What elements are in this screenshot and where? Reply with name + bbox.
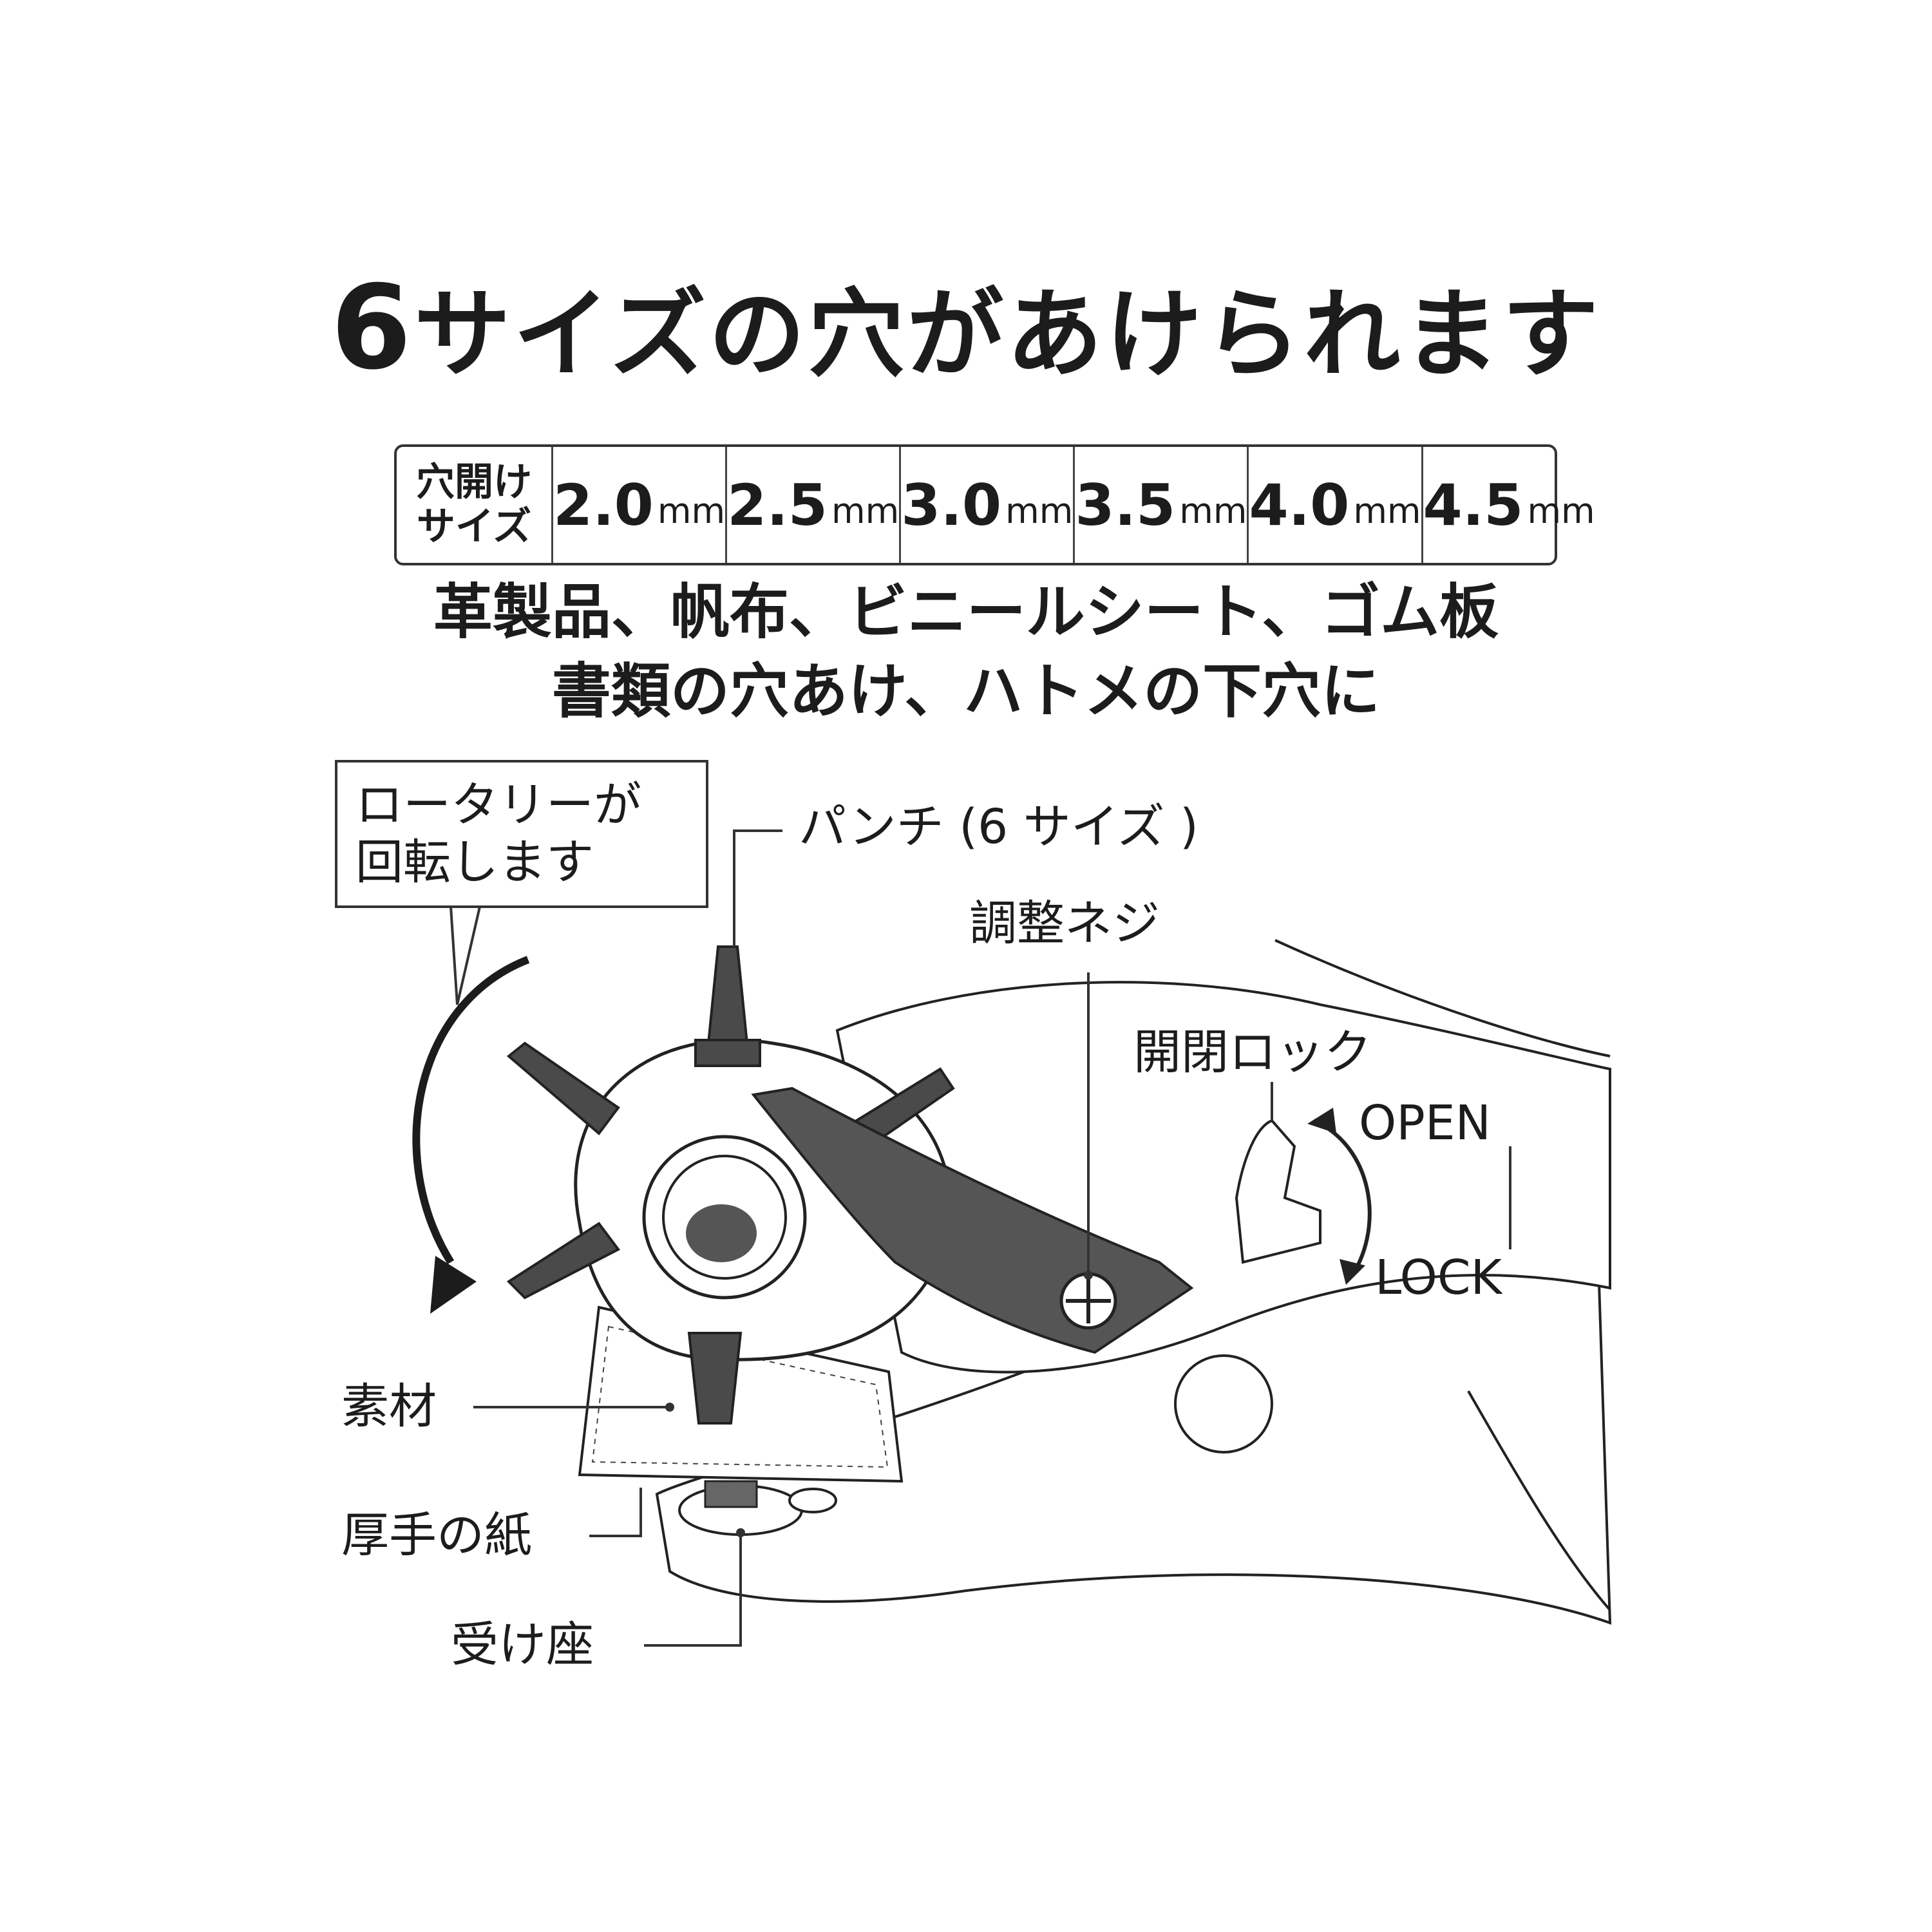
size-header-line1: 穴開け: [416, 460, 532, 505]
size-value: 2.5: [727, 471, 828, 538]
size-value: 4.0: [1249, 471, 1350, 538]
seat-leader: [644, 1533, 742, 1647]
material-leader-dot: [665, 1403, 674, 1412]
handle-sleeve-2: [1467, 1390, 1611, 1611]
label-open: OPEN: [1359, 1095, 1491, 1151]
seat-post: [704, 1480, 758, 1508]
punch-tube: [706, 945, 749, 1045]
label-lock: LOCK: [1375, 1250, 1502, 1305]
label-seat: 受け座: [451, 1617, 594, 1672]
rotary-hub-hole: [686, 1204, 757, 1262]
label-material: 素材: [341, 1379, 437, 1434]
lock-lever: [1235, 1119, 1321, 1264]
open-arrowhead: [1307, 1108, 1336, 1133]
label-thick-paper: 厚手の紙: [341, 1508, 532, 1563]
title-number: 6: [330, 261, 414, 395]
label-adjusting-screw: 調整ネジ: [969, 896, 1160, 951]
pivot-rivet: [1174, 1354, 1273, 1454]
punch-tube: [506, 1041, 620, 1135]
screw-slot: [1066, 1278, 1111, 1323]
label-punch: パンチ (6 サイズ ): [799, 799, 1198, 855]
lock-arrowhead: [1340, 1259, 1365, 1285]
uses-line-2: 書類の穴あけ、ハトメの下穴に: [551, 657, 1381, 726]
size-unit: mm: [1179, 490, 1247, 531]
seat-leader-dot: [736, 1528, 745, 1537]
size-unit: mm: [1353, 490, 1421, 531]
punch-collar: [694, 1039, 761, 1067]
size-unit: mm: [657, 490, 726, 531]
paper-leader: [589, 1488, 642, 1537]
size-value: 2.0: [553, 471, 654, 538]
page-title: 6サイズの穴があけられます: [0, 270, 1932, 386]
size-value: 3.0: [901, 471, 1002, 538]
uses-line-1: 革製品、帆布、ビニールシート、ゴム板: [433, 578, 1499, 647]
size-table-header: 穴開け サイズ: [397, 447, 551, 563]
punch-tube: [506, 1222, 621, 1300]
size-value: 4.5: [1423, 471, 1524, 538]
label-open-close-lock: 開閉ロック: [1133, 1025, 1372, 1080]
size-unit: mm: [831, 490, 900, 531]
rotary-callout: ロータリーが 回転します: [335, 760, 708, 908]
punch-leader: [733, 829, 782, 947]
screw-leader-dot: [1084, 1271, 1093, 1280]
rotation-arrowhead: [430, 1256, 477, 1314]
punch-tube: [687, 1332, 743, 1425]
rotation-arrow: [412, 956, 530, 1265]
callout-line-2: 回転します: [355, 834, 594, 890]
size-unit: mm: [1005, 490, 1074, 531]
open-lock-arrow: [1312, 1119, 1372, 1276]
callout-line-1: ロータリーが: [355, 777, 641, 833]
title-text: サイズの穴があけられます: [413, 279, 1602, 391]
size-value: 3.5: [1075, 471, 1176, 538]
size-unit: mm: [1527, 490, 1595, 531]
handle-sleeve: [1274, 939, 1611, 1057]
size-header-line2: サイズ: [416, 504, 532, 549]
seat-hole: [788, 1488, 837, 1513]
